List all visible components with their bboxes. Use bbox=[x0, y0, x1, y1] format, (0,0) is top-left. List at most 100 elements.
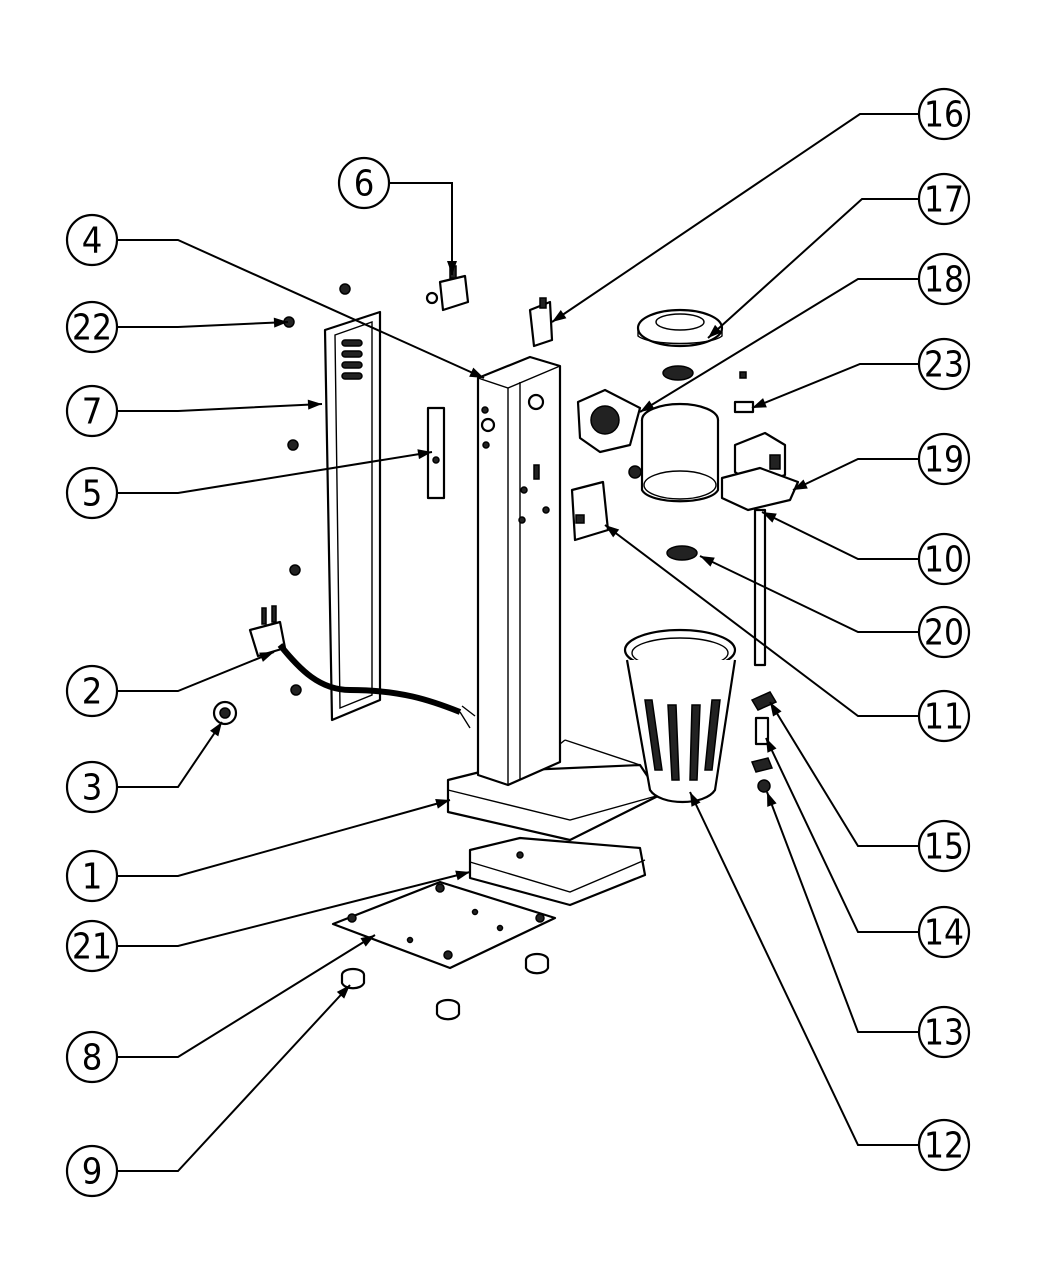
leader-arrowhead-19 bbox=[793, 479, 808, 490]
callout-label-23: 23 bbox=[924, 345, 964, 386]
foot-1 bbox=[340, 967, 366, 990]
callout-11: 11 bbox=[917, 689, 971, 743]
leader-line-6 bbox=[389, 182, 453, 275]
callout-label-19: 19 bbox=[924, 440, 964, 481]
part-feet bbox=[340, 952, 550, 1021]
part-back-panel bbox=[323, 310, 382, 722]
callout-circle-16 bbox=[917, 87, 971, 141]
callout-23: 23 bbox=[917, 337, 971, 391]
callout-label-6: 6 bbox=[354, 164, 375, 205]
foot-3 bbox=[435, 998, 461, 1021]
callout-circle-5 bbox=[65, 466, 119, 520]
leader-arrowhead-7 bbox=[307, 399, 322, 410]
callout-circle-11 bbox=[917, 689, 971, 743]
leader-arrowhead-14 bbox=[766, 738, 777, 753]
leader-line-13 bbox=[766, 791, 919, 1033]
callout-circle-22 bbox=[65, 300, 119, 354]
callout-circle-1 bbox=[65, 849, 119, 903]
part-switch-plate bbox=[426, 406, 446, 500]
part-main-column bbox=[476, 355, 562, 787]
leader-arrowhead-23 bbox=[752, 398, 767, 408]
part-motor-cap bbox=[636, 308, 724, 348]
part-power-cord bbox=[248, 605, 476, 729]
callout-label-4: 4 bbox=[82, 221, 103, 262]
callout-circle-8 bbox=[65, 1030, 119, 1084]
leader-arrowhead-1 bbox=[435, 798, 450, 809]
part-switch bbox=[425, 265, 470, 312]
callout-circle-18 bbox=[917, 252, 971, 306]
leader-line-12 bbox=[689, 791, 919, 1146]
callout-1: 1 bbox=[65, 849, 119, 903]
part-strain-relief bbox=[212, 700, 238, 726]
cup-ribs bbox=[644, 699, 721, 781]
callout-label-17: 17 bbox=[924, 180, 964, 221]
part-bottom-plate bbox=[331, 880, 557, 970]
leader-line-22 bbox=[117, 321, 289, 328]
leader-lines bbox=[117, 113, 919, 1172]
callout-4: 4 bbox=[65, 213, 119, 267]
callout-label-2: 2 bbox=[82, 672, 103, 713]
leader-arrowhead-20 bbox=[700, 556, 715, 567]
callout-circle-19 bbox=[917, 432, 971, 486]
part-fitting-15 bbox=[750, 691, 778, 711]
leader-line-10 bbox=[761, 511, 919, 560]
leader-arrowhead-18 bbox=[640, 400, 655, 412]
callout-label-9: 9 bbox=[82, 1152, 103, 1193]
callout-label-10: 10 bbox=[924, 540, 964, 581]
leader-arrowhead-12 bbox=[690, 792, 701, 807]
leader-line-15 bbox=[769, 701, 919, 847]
leader-arrowhead-9 bbox=[336, 985, 350, 999]
callout-22: 22 bbox=[65, 300, 119, 354]
vent-slots bbox=[341, 339, 363, 380]
callout-circle-6 bbox=[337, 156, 391, 210]
part-bracket bbox=[528, 297, 554, 348]
part-gasket-lower bbox=[666, 545, 698, 561]
callout-label-18: 18 bbox=[924, 260, 964, 301]
callout-12: 12 bbox=[917, 1118, 971, 1172]
leader-line-5 bbox=[117, 451, 433, 494]
leader-arrowhead-11 bbox=[605, 525, 620, 538]
part-base-upper-plate bbox=[468, 836, 647, 907]
leader-line-4 bbox=[117, 239, 485, 379]
callout-17: 17 bbox=[917, 172, 971, 226]
part-cup bbox=[623, 628, 737, 804]
leader-line-20 bbox=[699, 555, 919, 633]
part-gasket-upper bbox=[662, 365, 694, 381]
callout-3: 3 bbox=[65, 760, 119, 814]
callout-circle-14 bbox=[917, 905, 971, 959]
callout-9: 9 bbox=[65, 1144, 119, 1198]
callout-10: 10 bbox=[917, 532, 971, 586]
callout-label-5: 5 bbox=[82, 474, 103, 515]
leader-line-16 bbox=[551, 113, 919, 323]
leader-arrowhead-16 bbox=[552, 310, 567, 322]
callout-circle-17 bbox=[917, 172, 971, 226]
leader-line-21 bbox=[117, 871, 471, 947]
leader-line-3 bbox=[117, 721, 223, 788]
leader-arrowhead-17 bbox=[708, 324, 722, 338]
callout-16: 16 bbox=[917, 87, 971, 141]
leader-line-17 bbox=[707, 198, 919, 339]
callout-circle-12 bbox=[917, 1118, 971, 1172]
callout-label-7: 7 bbox=[82, 392, 103, 433]
part-fitting-13 bbox=[750, 757, 774, 793]
callout-7: 7 bbox=[65, 384, 119, 438]
leader-line-8 bbox=[117, 934, 376, 1058]
leader-arrowhead-15 bbox=[770, 702, 782, 717]
callout-label-13: 13 bbox=[924, 1013, 964, 1054]
callout-label-1: 1 bbox=[82, 857, 103, 898]
callout-label-20: 20 bbox=[924, 613, 964, 654]
part-motor bbox=[628, 402, 720, 503]
leader-arrowhead-2 bbox=[259, 652, 274, 662]
foot-2 bbox=[524, 952, 550, 975]
callout-label-8: 8 bbox=[82, 1038, 103, 1079]
leader-arrowhead-5 bbox=[417, 449, 432, 460]
part-fan-housing bbox=[576, 388, 642, 454]
callout-circle-4 bbox=[65, 213, 119, 267]
leader-arrowhead-4 bbox=[469, 367, 484, 378]
callout-circle-15 bbox=[917, 819, 971, 873]
callout-circle-13 bbox=[917, 1005, 971, 1059]
leader-arrowhead-21 bbox=[455, 870, 470, 881]
leader-arrowhead-13 bbox=[767, 792, 777, 807]
callout-6: 6 bbox=[337, 156, 391, 210]
